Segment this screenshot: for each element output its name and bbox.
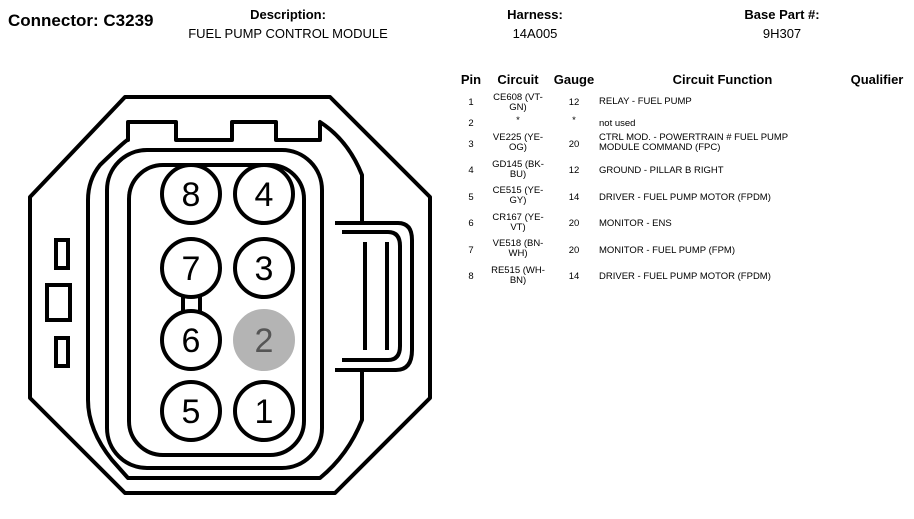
gauge-value: 12 bbox=[568, 165, 580, 176]
pin-4-label: 4 bbox=[255, 176, 274, 214]
harness-value: 14A005 bbox=[512, 26, 558, 41]
gauge-value: 20 bbox=[568, 218, 580, 229]
harness-label: Harness: bbox=[507, 7, 563, 22]
pin-number: 2 bbox=[468, 118, 474, 129]
description-label: Description: bbox=[250, 7, 326, 22]
pin-cavities: 8 4 7 3 6 2 5 1 bbox=[160, 163, 295, 442]
circuit-function: not used bbox=[599, 118, 636, 129]
base-part-value: 9H307 bbox=[762, 26, 802, 41]
pin-5: 5 bbox=[160, 380, 222, 442]
base-part-label: Base Part #: bbox=[744, 7, 820, 22]
pin-number: 3 bbox=[468, 139, 474, 150]
pin-number: 6 bbox=[468, 218, 474, 229]
gauge-value: 12 bbox=[568, 97, 580, 108]
col-header-gauge: Gauge bbox=[553, 72, 595, 87]
pin-8-label: 8 bbox=[182, 176, 201, 214]
connector-latch bbox=[335, 221, 414, 372]
pin-1: 1 bbox=[233, 380, 295, 442]
circuit-function: GROUND - PILLAR B RIGHT bbox=[599, 165, 724, 176]
circuit-id: CE608 (VT-GN) bbox=[493, 92, 543, 113]
gauge-value: 14 bbox=[568, 271, 580, 282]
col-header-circuit: Circuit bbox=[497, 72, 539, 87]
pin-number: 1 bbox=[468, 97, 474, 108]
pin-8: 8 bbox=[160, 163, 222, 225]
circuit-id: * bbox=[516, 115, 520, 126]
description-value: FUEL PUMP CONTROL MODULE bbox=[188, 26, 388, 41]
pin-4: 4 bbox=[233, 163, 295, 225]
circuit-id: VE225 (YE-OG) bbox=[492, 132, 544, 153]
circuit-id: CR167 (YE-VT) bbox=[492, 212, 544, 233]
pin-number: 5 bbox=[468, 192, 474, 203]
circuit-id: CE515 (YE-GY) bbox=[492, 185, 544, 206]
pin-6: 6 bbox=[160, 309, 222, 371]
pin-2-label: 2 bbox=[255, 322, 274, 360]
circuit-id: GD145 (BK-BU) bbox=[492, 159, 544, 180]
circuit-function: MONITOR - FUEL PUMP (FPM) bbox=[599, 245, 735, 256]
circuit-function: MONITOR - ENS bbox=[599, 218, 672, 229]
connector-title: Connector: C3239 bbox=[8, 11, 154, 30]
left-key-bottom bbox=[54, 336, 70, 368]
connector-latch-inner bbox=[342, 230, 402, 362]
circuit-function: RELAY - FUEL PUMP bbox=[599, 96, 692, 107]
left-key-middle bbox=[45, 283, 72, 322]
col-header-qualifier: Qualifier bbox=[850, 72, 904, 87]
circuit-id: RE515 (WH-BN) bbox=[491, 265, 545, 286]
col-header-circuit-function: Circuit Function bbox=[672, 72, 773, 87]
pin-1-label: 1 bbox=[255, 393, 274, 431]
pin-number: 4 bbox=[468, 165, 474, 176]
gauge-value: 20 bbox=[568, 245, 580, 256]
col-header-pin: Pin bbox=[460, 72, 482, 87]
pin-number: 8 bbox=[468, 271, 474, 282]
pin-3: 3 bbox=[233, 237, 295, 299]
gauge-value: * bbox=[572, 115, 576, 126]
pin-number: 7 bbox=[468, 245, 474, 256]
pin-2: 2 bbox=[233, 309, 295, 371]
pin-7-label: 7 bbox=[182, 250, 201, 288]
circuit-function: DRIVER - FUEL PUMP MOTOR (FPDM) bbox=[599, 192, 771, 203]
pin-7: 7 bbox=[160, 237, 222, 299]
left-key-top bbox=[54, 238, 70, 270]
gauge-value: 20 bbox=[568, 139, 580, 150]
gauge-value: 14 bbox=[568, 192, 580, 203]
cavity-frame-inner bbox=[127, 163, 306, 457]
pin-6-label: 6 bbox=[182, 322, 201, 360]
pin-5-label: 5 bbox=[182, 393, 201, 431]
circuit-function: DRIVER - FUEL PUMP MOTOR (FPDM) bbox=[599, 271, 771, 282]
connector-face-diagram: 8 4 7 3 6 2 5 1 bbox=[28, 95, 432, 495]
circuit-id: VE518 (BN-WH) bbox=[492, 238, 544, 259]
pin-3-label: 3 bbox=[255, 250, 274, 288]
